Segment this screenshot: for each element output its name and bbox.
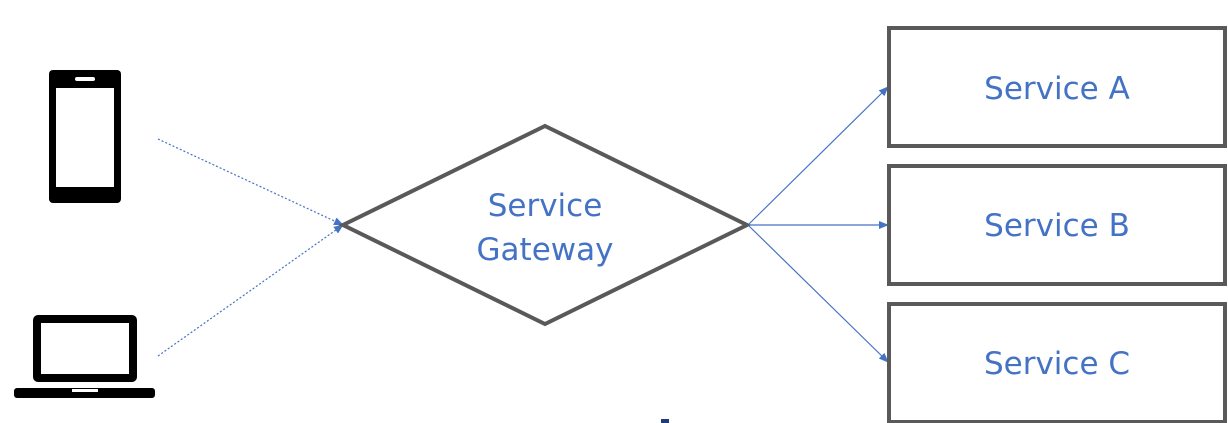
service-a-label: Service A [984, 71, 1130, 107]
service-b-node: Service B [887, 164, 1227, 286]
service-c-label: Service C [984, 346, 1130, 382]
service-a-box [887, 26, 1227, 148]
service-c-box [887, 302, 1227, 423]
smartphone-icon [49, 70, 121, 203]
gateway-label-line1: Service [488, 188, 603, 224]
service-b-box [887, 164, 1227, 286]
service-b-label: Service B [984, 208, 1130, 244]
gateway-diamond [338, 123, 752, 327]
phone-to-gateway-arrow [157, 138, 344, 226]
service-a-node: Service A [887, 26, 1227, 148]
gateway-to-service-c-arrow [748, 225, 889, 363]
service-gateway-node: Service Gateway [338, 123, 752, 327]
laptop-icon [14, 315, 155, 398]
service-c-node: Service C [887, 302, 1227, 423]
gateway-to-service-a-arrow [748, 86, 889, 225]
laptop-to-gateway-arrow [157, 224, 344, 357]
gateway-label-line2: Gateway [477, 232, 614, 268]
bottom-mark [661, 419, 669, 423]
